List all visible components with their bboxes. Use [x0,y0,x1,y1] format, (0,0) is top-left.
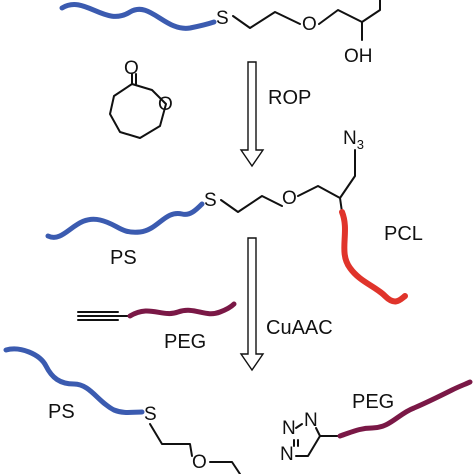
cuaac-label: CuAAC [266,317,333,339]
triazole-ring: N N N [280,410,341,465]
svg-text:N: N [280,444,294,465]
glycerol-bonds-top [318,0,381,41]
hydroxyl-group: OH [344,46,373,67]
ps-label-bottom: PS [48,401,75,423]
tail-bonds-bottom [209,461,241,474]
svg-text:N: N [282,418,296,439]
linker-bonds-top [232,11,301,29]
sulfur-atom-middle: S [204,190,217,211]
rop-arrow [239,61,265,168]
sulfur-atom-bottom: S [144,404,157,425]
linker-bonds-bottom [149,423,193,457]
peg-label-bottom: PEG [352,391,394,413]
peg-chain-bottom [337,379,473,439]
cuaac-arrow [239,237,265,372]
svg-text:O: O [158,94,173,115]
linker-bonds-middle [220,195,283,213]
azide-group-middle: N3 [343,128,364,152]
rop-label: ROP [268,87,311,109]
peg-label-middle: PEG [164,331,206,353]
alkyne-peg-reagent [77,301,237,321]
pcl-label: PCL [384,223,423,245]
svg-text:N: N [304,410,318,431]
pcl-chain [339,209,408,305]
oxygen-atom-middle: O [282,188,297,209]
oxygen-atom-bottom: O [192,452,207,473]
caprolactone-monomer: O O [109,58,173,139]
sulfur-atom-top: S [216,8,229,29]
oxygen-atom-top: O [302,14,317,35]
svg-text:O: O [124,58,139,79]
branch-bonds-middle [297,149,356,213]
ps-chain-middle [45,201,205,240]
ps-chain-bottom [3,346,145,415]
ps-label-middle: PS [110,247,137,269]
ps-chain-top [59,2,217,31]
